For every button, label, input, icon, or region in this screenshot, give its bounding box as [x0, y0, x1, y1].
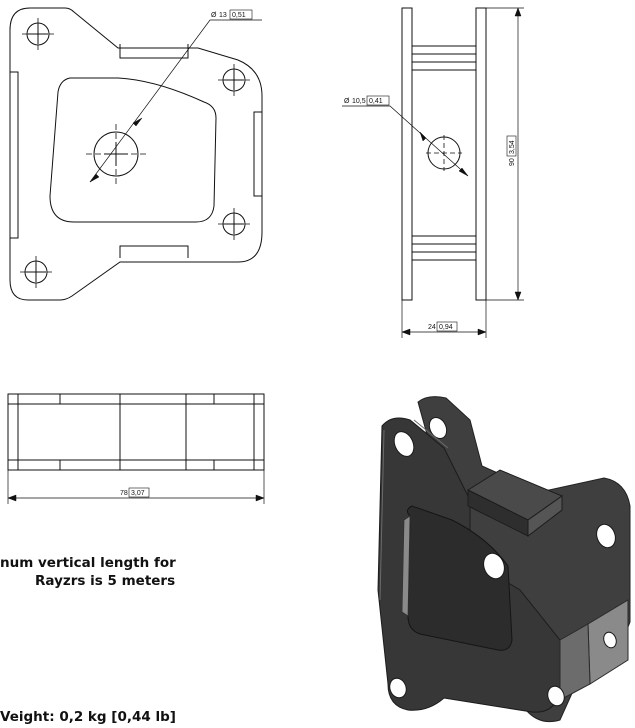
isometric-render	[377, 396, 631, 723]
dim-height-inch: 3,54	[509, 140, 516, 154]
bottom-outline	[7, 393, 265, 471]
render-hole-1	[393, 431, 415, 457]
dim-width-value: 24	[428, 324, 436, 331]
dim-height-value: 90	[509, 158, 516, 166]
length-note: num vertical length for Rayzrs is 5 mete…	[0, 554, 330, 590]
side-view	[342, 7, 524, 338]
render-window	[406, 505, 513, 651]
top-slot	[119, 44, 189, 59]
dim-hole-main-symbol: Ø	[211, 12, 217, 19]
dim-length-inch: 3,07	[131, 490, 145, 497]
render-hole-3	[596, 523, 616, 549]
bottom-slot	[119, 245, 189, 258]
left-flange	[9, 71, 19, 239]
bottom-view	[7, 393, 265, 504]
dim-length-value: 78	[120, 490, 128, 497]
render-hole-2	[428, 416, 448, 440]
dim-hole-main-inch: 0,51	[232, 12, 246, 19]
side-right-plate	[475, 7, 487, 301]
length-note-line1: num vertical length for	[0, 555, 176, 571]
dim-side-hole-value: 10,5	[352, 98, 366, 105]
inner-window	[49, 77, 217, 223]
front-view	[9, 7, 263, 301]
front-outline	[9, 7, 263, 301]
dim-width-inch: 0,94	[439, 324, 453, 331]
render-hole-5	[547, 685, 565, 707]
render-hole-6	[603, 631, 617, 649]
side-left-plate	[401, 7, 413, 301]
right-flange	[253, 111, 263, 197]
side-body	[411, 69, 477, 237]
dim-side-hole-inch: 0,41	[369, 98, 383, 105]
dim-side-hole-symbol: Ø	[344, 98, 350, 105]
length-note-line2: Rayzrs is 5 meters	[35, 573, 176, 589]
render-hole-4	[389, 677, 407, 699]
dim-hole-main-value: 13	[219, 12, 227, 19]
center-hole	[93, 131, 139, 177]
render-hole-center	[483, 552, 505, 580]
weight-note: Veight: 0,2 kg [0,44 lb]	[0, 709, 176, 725]
